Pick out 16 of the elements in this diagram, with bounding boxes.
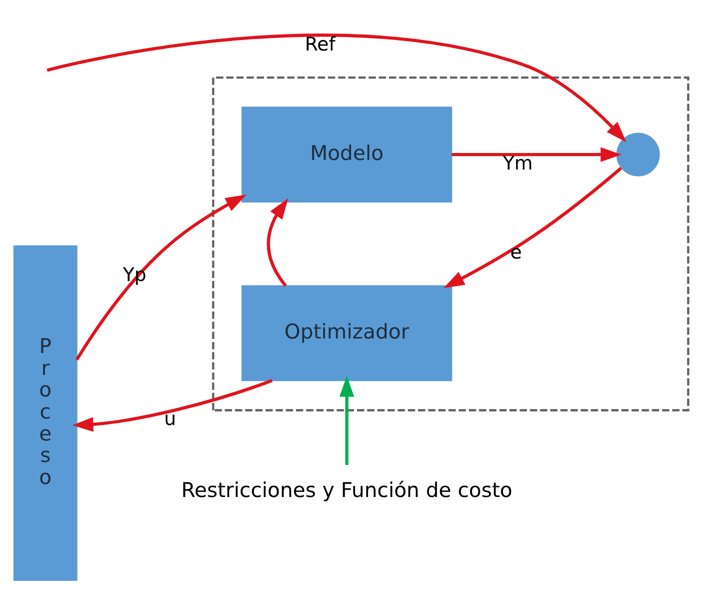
node-box: Proceso xyxy=(13,245,78,581)
node-box: Optimizador xyxy=(242,285,452,382)
node-box: Modelo xyxy=(242,106,452,202)
arrow xyxy=(266,198,288,287)
arrow xyxy=(72,379,273,432)
cluster xyxy=(212,76,690,412)
edge-label: Ym xyxy=(502,152,533,175)
arrow xyxy=(75,194,246,361)
node-circle xyxy=(616,132,660,176)
node-text: Restricciones y Función de costo xyxy=(181,478,512,502)
arrow xyxy=(46,34,626,142)
edge-label: u xyxy=(164,408,176,430)
edge-label: Ref xyxy=(304,33,336,56)
arrow xyxy=(340,376,354,465)
arrow xyxy=(452,147,622,162)
arrow xyxy=(444,166,622,288)
